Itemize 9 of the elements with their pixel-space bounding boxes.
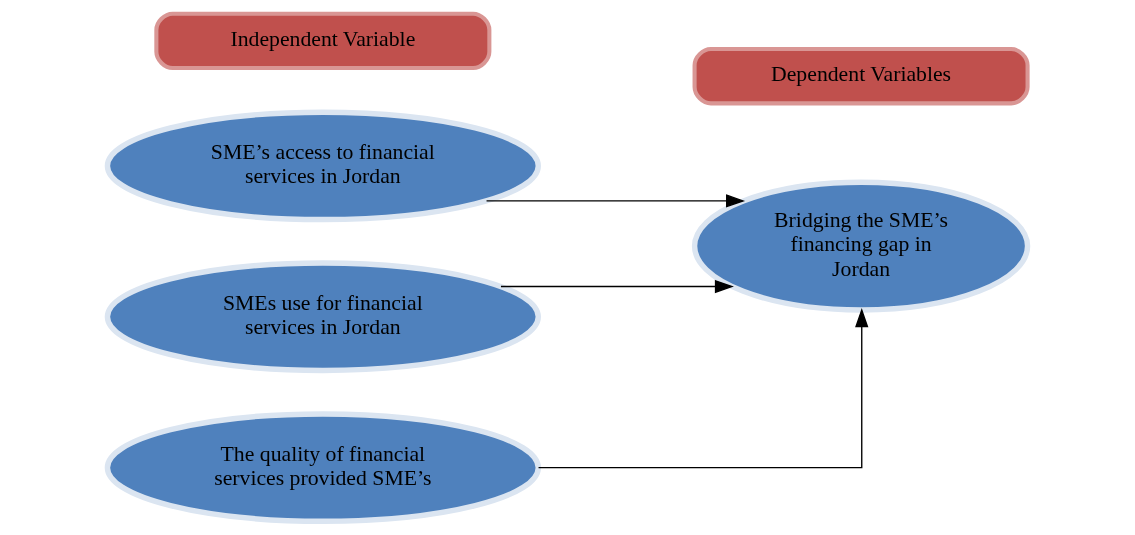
node-box: Independent Variable [154,11,492,71]
node-box: Dependent Variables [692,47,1030,106]
arrow [500,279,734,294]
arrow [537,308,869,469]
node-ellipse: SMEs use for financial services in Jordan [104,260,541,374]
node-ellipse: Bridging the SME’s financing gap in Jordan [691,179,1031,313]
node-ellipse: SME’s access to financial services in Jordan [104,109,541,223]
node-ellipse: The quality of financial services provided SME’s [104,411,541,525]
arrow [485,194,746,208]
